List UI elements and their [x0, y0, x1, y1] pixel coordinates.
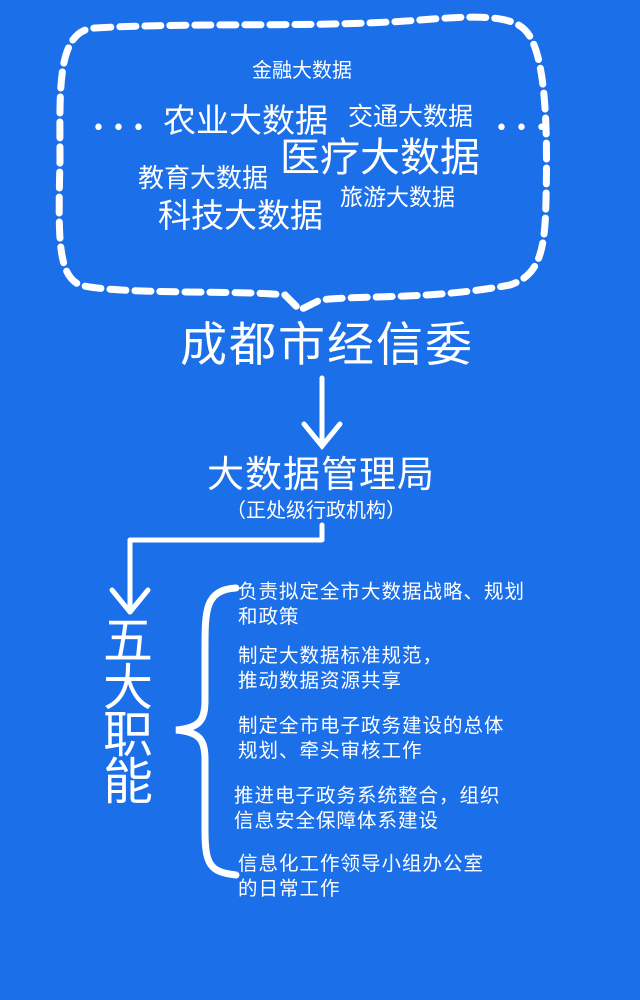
bureau-title: 大数据管理局: [207, 453, 435, 496]
bubble-item-finance: 金融大数据: [252, 58, 352, 82]
function-item: 制定全市电子政务建设的总体规划、牵头审核工作: [238, 713, 505, 763]
bureau-level: （正处级行政机构）: [226, 498, 406, 522]
bubble-item-education: 教育大数据: [138, 164, 269, 194]
function-line: 信息安全保障体系建设: [234, 809, 440, 832]
function-line: 推动数据资源共享: [238, 669, 403, 692]
function-line: 制定大数据标准规范，: [238, 644, 444, 667]
bubble-item-transport: 交通大数据: [348, 102, 474, 131]
function-item: 负责拟定全市大数据战略、规划和政策: [238, 579, 525, 629]
function-line: 的日常工作: [238, 877, 341, 900]
bubble-item-medical: 医疗大数据: [280, 135, 480, 181]
function-line: 信息化工作领导小组办公室: [238, 852, 485, 875]
function-item: 信息化工作领导小组办公室的日常工作: [238, 851, 484, 901]
elbow-arrow-to-functions: [109, 522, 325, 615]
function-item: 制定大数据标准规范，推动数据资源共享: [238, 643, 443, 693]
function-line: 负责拟定全市大数据战略、规划: [238, 580, 526, 603]
ellipsis-right: • • •: [495, 116, 548, 141]
speech-bubble-outline: [55, 13, 551, 315]
function-item: 推进电子政务系统整合，组织信息安全保障体系建设: [234, 783, 501, 833]
bubble-item-agriculture: 农业大数据: [163, 101, 328, 140]
curly-brace: [175, 584, 240, 879]
functions-title-char: 大: [103, 659, 153, 717]
functions-title-char: 五: [103, 612, 153, 670]
ellipsis-left: • • •: [92, 116, 145, 141]
function-line: 规划、牵头审核工作: [238, 739, 423, 762]
bubble-item-tourism: 旅游大数据: [340, 185, 455, 211]
function-line: 制定全市电子政务建设的总体: [238, 714, 505, 737]
functions-title-char: 职: [103, 706, 153, 764]
commission-title: 成都市经信委: [180, 318, 474, 373]
functions-title: 五 大 职 能: [100, 612, 156, 811]
function-line: 和政策: [238, 605, 300, 628]
arrow-down-to-bureau: [301, 375, 343, 450]
function-line: 推进电子政务系统整合，组织: [234, 784, 501, 807]
functions-title-char: 能: [103, 753, 153, 811]
bubble-item-technology: 科技大数据: [158, 196, 323, 235]
